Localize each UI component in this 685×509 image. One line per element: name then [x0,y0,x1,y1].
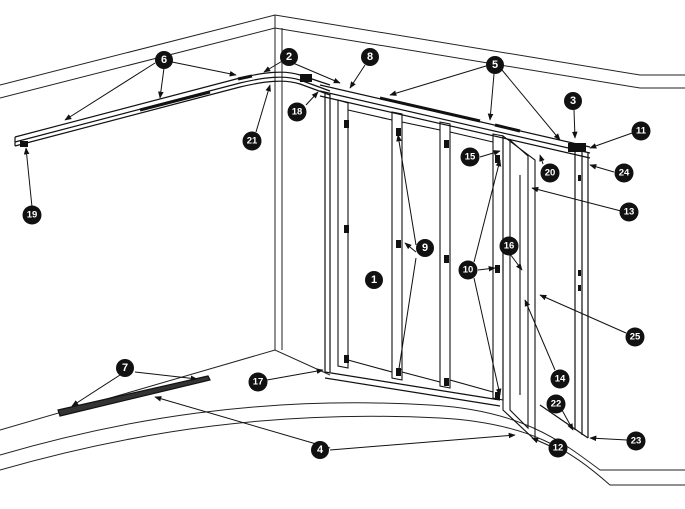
callout-8: 8 [361,48,379,66]
svg-text:20: 20 [545,168,556,179]
callout-21: 21 [242,131,262,151]
svg-text:16: 16 [504,241,515,252]
svg-text:19: 19 [27,210,38,221]
svg-text:1: 1 [371,274,377,286]
top-rail-left [14,71,331,147]
svg-text:6: 6 [161,54,167,66]
svg-text:25: 25 [630,332,641,343]
svg-text:21: 21 [247,136,258,147]
svg-text:23: 23 [631,436,642,447]
svg-text:24: 24 [619,168,630,179]
callout-13: 13 [619,202,639,222]
callout-16: 16 [499,236,519,256]
callout-9: 9 [416,239,434,257]
callout-15: 15 [460,147,480,167]
svg-text:14: 14 [555,374,566,385]
callouts: 1 2 3 4 5 6 7 8 9 10 11 12 13 14 15 16 1… [22,48,651,459]
callout-19: 19 [22,205,42,225]
callout-17: 17 [248,372,268,392]
callout-18: 18 [287,102,307,122]
callout-6: 6 [155,51,173,69]
callout-11: 11 [631,121,651,141]
svg-text:12: 12 [553,443,564,454]
svg-text:11: 11 [636,126,647,137]
svg-text:7: 7 [122,362,128,374]
svg-text:5: 5 [492,59,498,71]
svg-text:18: 18 [292,107,303,118]
callout-24: 24 [614,163,634,183]
door-frame [324,92,589,439]
svg-text:13: 13 [624,207,635,218]
top-rail-right [300,74,591,159]
callout-5: 5 [486,56,504,74]
callout-2: 2 [280,48,298,66]
svg-text:22: 22 [551,399,562,410]
callout-10: 10 [458,260,478,280]
callout-4: 4 [311,441,329,459]
callout-3: 3 [564,92,582,110]
callout-22: 22 [546,394,566,414]
callout-1: 1 [365,271,383,289]
leader-lines [23,59,636,451]
floor-track-piece [57,375,211,417]
svg-text:8: 8 [367,51,373,63]
svg-text:10: 10 [463,265,474,276]
svg-text:4: 4 [317,444,324,456]
door-panels [337,99,581,442]
svg-text:15: 15 [465,152,476,163]
callout-12: 12 [548,438,568,458]
svg-text:9: 9 [422,242,428,254]
callout-7: 7 [116,359,134,377]
callout-20: 20 [540,163,560,183]
svg-text:17: 17 [253,377,264,388]
svg-text:2: 2 [286,51,292,63]
callout-25: 25 [625,327,645,347]
svg-text:3: 3 [570,95,576,107]
callout-23: 23 [626,431,646,451]
callout-14: 14 [550,369,570,389]
